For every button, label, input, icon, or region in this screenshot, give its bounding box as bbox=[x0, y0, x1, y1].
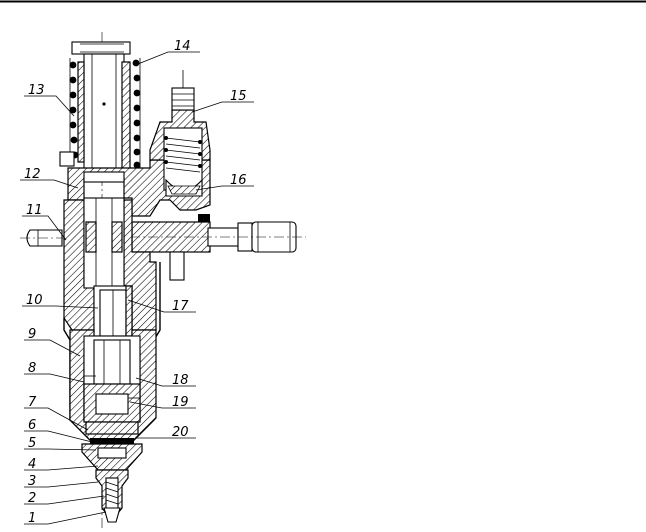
callout-3: 3 bbox=[28, 474, 36, 489]
callout-5: 5 bbox=[28, 436, 36, 451]
callout-14: 14 bbox=[174, 39, 191, 54]
callout-labels: 1 2 3 4 5 6 7 8 9 10 11 12 13 14 15 16 1… bbox=[24, 39, 247, 526]
callout-7: 7 bbox=[28, 395, 37, 410]
injector-body bbox=[20, 32, 306, 528]
callout-8: 8 bbox=[28, 361, 36, 376]
callout-4: 4 bbox=[28, 457, 36, 472]
callout-12: 12 bbox=[24, 167, 41, 182]
callout-2: 2 bbox=[28, 491, 36, 506]
valve-spring bbox=[164, 136, 202, 173]
callout-18: 18 bbox=[172, 373, 189, 388]
leader-lines bbox=[20, 51, 254, 525]
callout-15: 15 bbox=[230, 89, 247, 104]
callout-9: 9 bbox=[28, 327, 36, 342]
callout-10: 10 bbox=[26, 293, 43, 308]
callout-16: 16 bbox=[230, 173, 247, 188]
callout-11: 11 bbox=[26, 203, 43, 218]
callout-20: 20 bbox=[172, 425, 189, 440]
callout-19: 19 bbox=[172, 395, 189, 410]
callout-13: 13 bbox=[28, 83, 45, 98]
callout-6: 6 bbox=[28, 418, 36, 433]
callout-1: 1 bbox=[28, 511, 36, 526]
callout-17: 17 bbox=[172, 299, 189, 314]
